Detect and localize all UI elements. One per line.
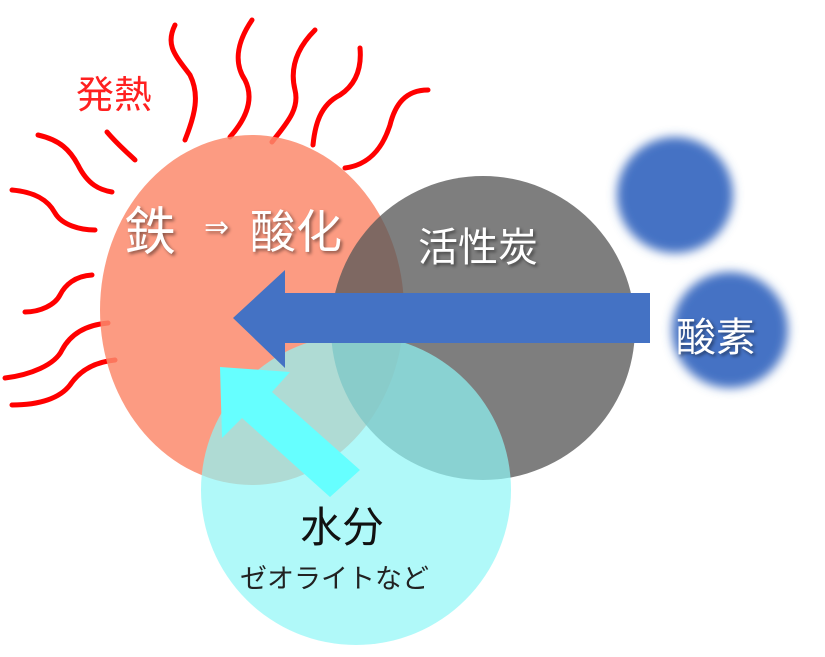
heat-wave bbox=[35, 132, 115, 195]
heat-wave bbox=[227, 17, 255, 140]
heat-label: 発熱 bbox=[76, 73, 153, 117]
heat-wave bbox=[9, 357, 118, 408]
heat-wave bbox=[342, 87, 431, 171]
oxygen-arrow bbox=[233, 270, 650, 368]
heat-wave bbox=[104, 129, 138, 163]
water-arrow bbox=[220, 367, 360, 497]
zeolite-label: ゼオライトなど bbox=[240, 564, 429, 595]
oxygen-molecule bbox=[617, 137, 733, 253]
oxygen-label: 酸素 bbox=[676, 315, 756, 361]
heat-wave bbox=[9, 187, 98, 233]
oxidation-label: 酸化 bbox=[250, 205, 342, 259]
heat-wave bbox=[2, 320, 111, 381]
heat-wave bbox=[310, 45, 363, 148]
water-label: 水分 bbox=[300, 503, 385, 552]
activated-carbon-label: 活性炭 bbox=[418, 225, 538, 271]
heat-waves bbox=[2, 17, 431, 408]
heat-wave bbox=[269, 27, 318, 145]
arrow-symbol: ⇒ bbox=[204, 210, 230, 245]
heat-wave bbox=[22, 272, 95, 315]
iron-label: 鉄 bbox=[124, 203, 177, 263]
heat-wave bbox=[168, 22, 198, 143]
oxygen-molecule bbox=[672, 272, 788, 388]
